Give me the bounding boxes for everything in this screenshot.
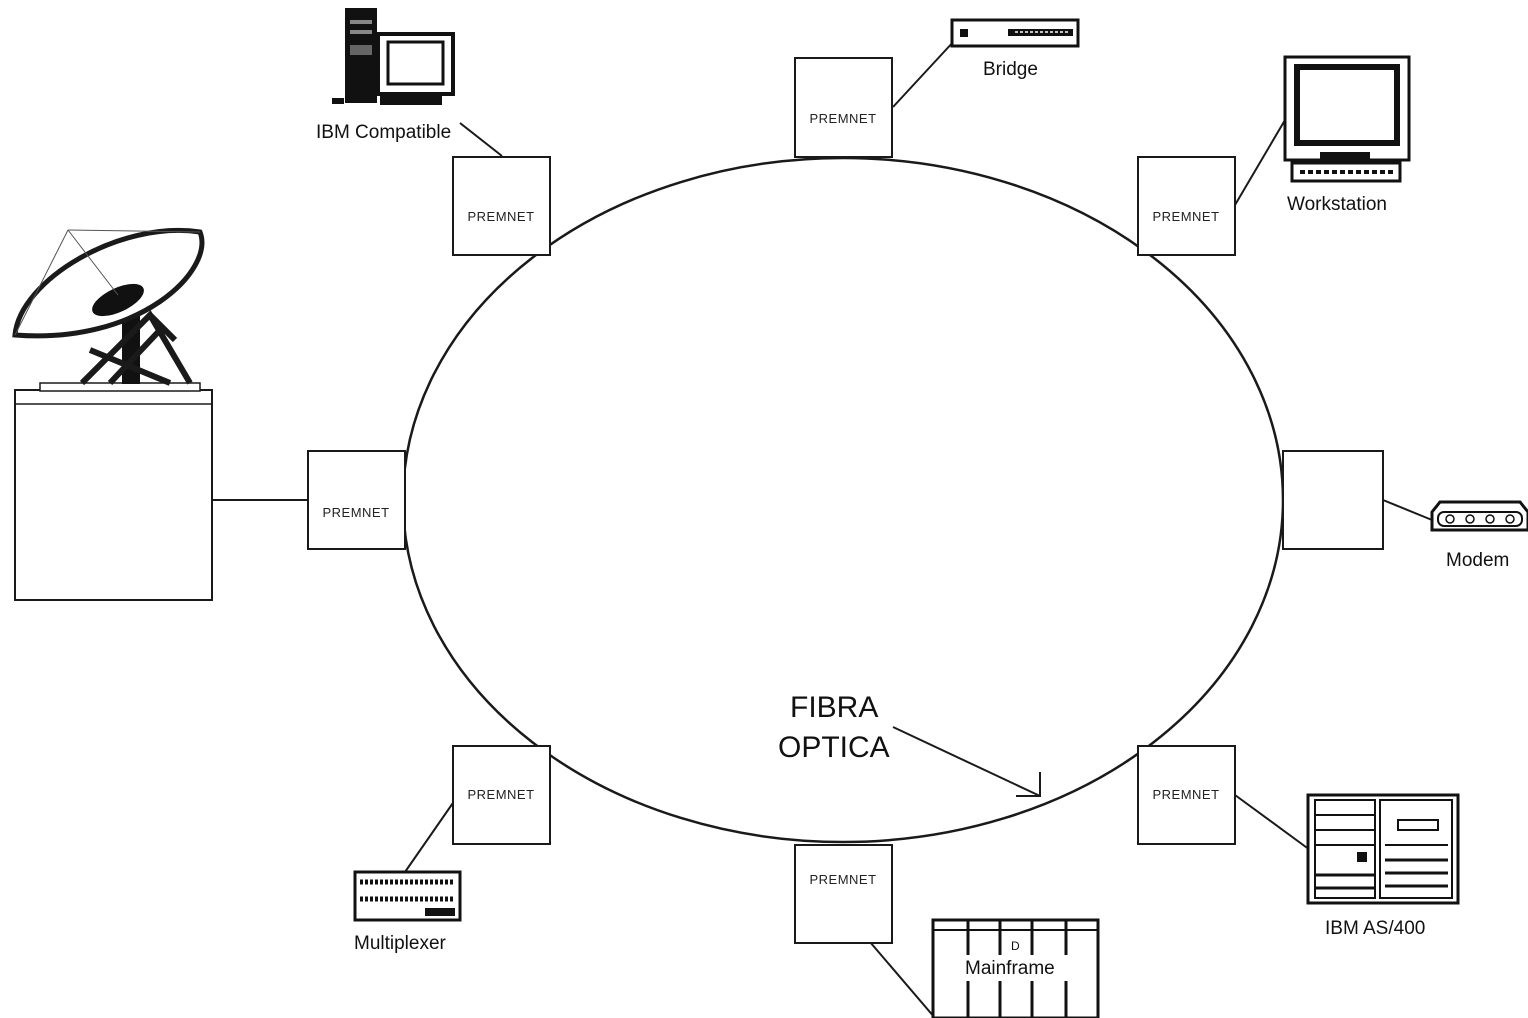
link-ibm-as400 [1235, 795, 1310, 850]
workstation-monitor-icon [1285, 57, 1409, 181]
link-bridge [893, 40, 955, 107]
multiplexer-label: Multiplexer [354, 933, 447, 954]
link-modem [1383, 500, 1432, 520]
premnet-label: PREMNET [1152, 209, 1219, 224]
premnet-node-bottom-right: PREMNET [1138, 746, 1235, 844]
premnet-node-top-left: PREMNET [453, 157, 550, 255]
satellite-dish-icon [15, 230, 212, 600]
premnet-node-right [1283, 451, 1383, 549]
workstation-device: Workstation [1285, 57, 1409, 215]
arrow-line [893, 727, 1040, 796]
link-multiplexer [405, 800, 455, 872]
modem-device: Modem [1432, 502, 1528, 571]
mainframe-device: D Mainframe [933, 920, 1098, 1018]
premnet-node-left: PREMNET [308, 451, 405, 549]
premnet-label: PREMNET [322, 505, 389, 520]
modem-icon [1432, 502, 1528, 530]
bridge-device: Bridge [952, 20, 1078, 80]
ibm-as400-device: IBM AS/400 [1308, 795, 1458, 939]
arrow-head-icon [1016, 772, 1040, 796]
premnet-label: PREMNET [809, 111, 876, 126]
desktop-computer-icon [332, 8, 453, 105]
server-rack-icon [1308, 795, 1458, 903]
bridge-label: Bridge [983, 59, 1038, 80]
multiplexer-icon [355, 872, 460, 920]
fiber-optic-annotation: FIBRA OPTICA [778, 691, 1040, 796]
fiber-label-line1: FIBRA [790, 691, 878, 724]
premnet-label: PREMNET [467, 787, 534, 802]
premnet-label: PREMNET [1152, 787, 1219, 802]
modem-label: Modem [1446, 550, 1509, 571]
link-ibm-compatible [460, 123, 502, 156]
fiber-label-line2: OPTICA [778, 731, 890, 764]
premnet-node-top: PREMNET [795, 58, 892, 157]
premnet-label: PREMNET [467, 209, 534, 224]
premnet-node-top-right: PREMNET [1138, 157, 1235, 255]
premnet-node-bottom-left: PREMNET [453, 746, 550, 844]
premnet-node-bottom: PREMNET [795, 845, 892, 943]
workstation-label: Workstation [1287, 194, 1387, 215]
link-workstation [1235, 120, 1285, 205]
bridge-icon [952, 20, 1078, 46]
link-mainframe [870, 942, 935, 1018]
ibm-as400-label: IBM AS/400 [1325, 918, 1425, 939]
premnet-label: PREMNET [809, 872, 876, 887]
mainframe-badge: D [1011, 939, 1020, 953]
ibm-compatible-label: IBM Compatible [316, 122, 451, 143]
multiplexer-device: Multiplexer [354, 872, 460, 954]
ibm-compatible-device: IBM Compatible [316, 8, 453, 143]
mainframe-label: Mainframe [965, 958, 1055, 979]
